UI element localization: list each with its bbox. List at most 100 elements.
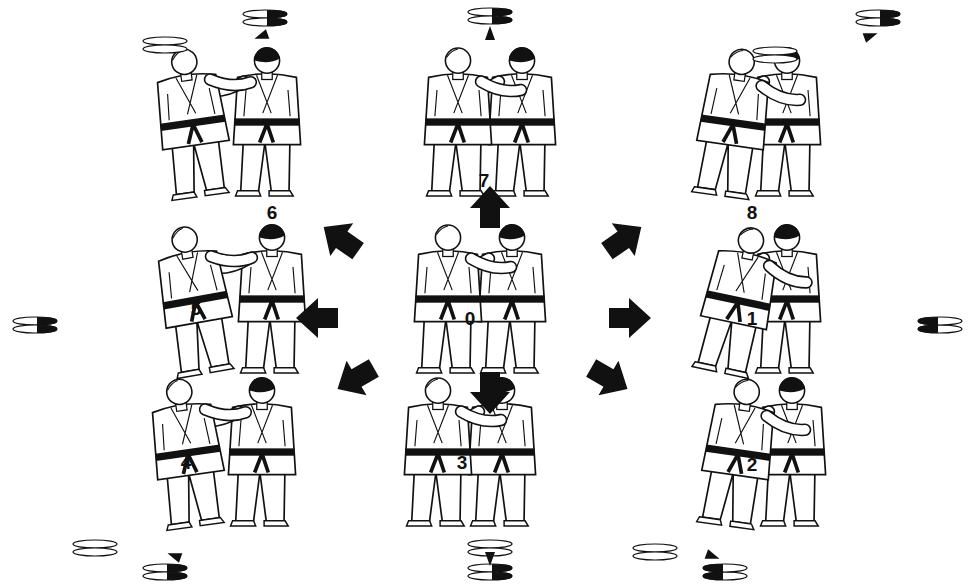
arm-outline [767, 266, 808, 284]
belt-knot [431, 454, 445, 473]
foot-outline [633, 544, 677, 552]
weighted-foot [918, 317, 938, 325]
callout-number: 0 [465, 309, 476, 328]
direction-arrows [296, 186, 653, 414]
arm-outline [765, 416, 806, 431]
judoka-figure [414, 225, 511, 373]
callout-number: 1 [747, 309, 758, 328]
feet [241, 368, 299, 373]
jacket-folds [425, 252, 471, 293]
sleeve [211, 249, 252, 265]
feet [756, 368, 814, 373]
callout-number: 4 [181, 453, 192, 472]
belt-knot [260, 124, 274, 143]
weighted-foot [37, 325, 57, 333]
footprint-pair [918, 317, 962, 333]
belt-knot [785, 454, 799, 473]
foot-outline [73, 540, 117, 548]
jacket [701, 246, 781, 329]
arm-outline [760, 86, 801, 101]
footprint-pair [468, 564, 512, 580]
callout-number: 3 [457, 453, 468, 472]
pointer-triangle [705, 549, 722, 563]
belt-knot [451, 124, 465, 143]
direction-arrow [581, 351, 637, 407]
belt-knot [265, 301, 279, 320]
foot-outline [633, 552, 677, 560]
foot-outline [73, 548, 117, 556]
feet [417, 368, 475, 373]
belt-knot [495, 454, 509, 473]
foot-outline [143, 37, 187, 45]
head [435, 225, 460, 250]
foot-outline [243, 10, 287, 18]
pointer-triangle [485, 552, 495, 566]
arm-outline [461, 412, 501, 421]
belt-knot [723, 123, 739, 144]
feet [231, 521, 289, 526]
foot-outline [468, 572, 512, 580]
weighted-foot [167, 572, 187, 580]
arm-outline [210, 74, 251, 89]
head [170, 225, 199, 254]
feet [236, 191, 294, 196]
hair [740, 227, 753, 238]
direction-arrow [312, 211, 369, 268]
footprint-pair [143, 37, 187, 53]
feet [692, 361, 750, 378]
callout-number: 2 [747, 455, 758, 474]
hair [426, 379, 438, 387]
belt-knot [255, 454, 269, 473]
feet [407, 521, 465, 526]
footprint-pair [243, 10, 287, 26]
judoka-figure [690, 45, 806, 205]
hair [509, 47, 534, 62]
foot-outline [856, 18, 900, 26]
pointer-triangle [166, 549, 183, 563]
head [425, 378, 450, 403]
belt-knot [515, 124, 529, 143]
judoka-figure [424, 48, 521, 196]
sleeve [765, 416, 806, 431]
hair [736, 379, 749, 389]
feet [491, 191, 549, 196]
direction-arrow [470, 186, 510, 228]
judoka-figure [695, 375, 811, 535]
foot-outline [753, 47, 797, 55]
foot-outline [468, 8, 512, 16]
feet [692, 186, 750, 199]
hair [436, 226, 448, 234]
pointer-triangle [253, 29, 270, 43]
direction-arrow [470, 372, 510, 414]
weighted-foot [880, 10, 900, 18]
direction-arrow [609, 298, 651, 338]
foot-outline [468, 540, 512, 548]
arm-outline [481, 82, 521, 91]
foot-outline [918, 325, 962, 333]
foot-outline [918, 317, 962, 325]
judoka-figure [690, 221, 815, 386]
hair [731, 49, 744, 59]
direction-arrow [595, 211, 652, 268]
jacket-folds [435, 75, 481, 116]
feet [761, 521, 819, 526]
sleeve [760, 86, 801, 101]
arm-outline [211, 249, 252, 265]
belt-knot [505, 301, 519, 320]
feet [756, 191, 814, 196]
hair [779, 377, 804, 392]
foot-outline [468, 16, 512, 24]
head [445, 48, 470, 73]
head [736, 226, 766, 256]
belt-knot [728, 453, 744, 474]
footprint-pair [856, 10, 900, 26]
callout-number: 5 [191, 299, 202, 318]
head [727, 48, 755, 76]
sleeve [210, 74, 251, 89]
weighted-foot [37, 317, 57, 325]
weighted-foot [167, 564, 187, 572]
figure-pairs [144, 41, 825, 535]
weighted-foot [918, 325, 938, 333]
weighted-foot [492, 8, 512, 16]
